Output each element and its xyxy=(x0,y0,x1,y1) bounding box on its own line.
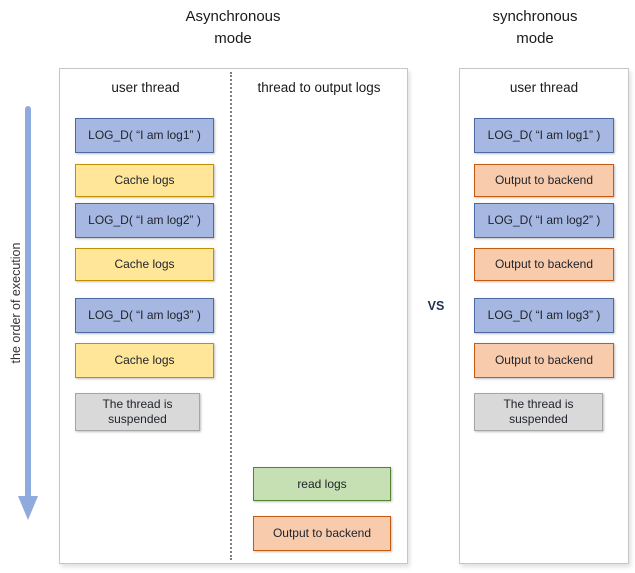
vs-label: VS xyxy=(427,299,445,313)
async-output-thread-header: thread to output logs xyxy=(257,80,381,95)
async-mode-title: Asynchronous mode xyxy=(185,8,281,47)
sync-step-suspended: The thread is suspended xyxy=(474,393,603,431)
async-step-read-logs: read logs xyxy=(253,467,391,501)
sync-panel: user thread LOG_D( “I am log1” ) Output … xyxy=(459,68,629,564)
async-user-thread-header: user thread xyxy=(111,80,180,95)
async-step-output-backend: Output to backend xyxy=(253,516,391,551)
thread-divider-dotted-line xyxy=(230,72,232,560)
async-step-log1: LOG_D( “I am log1” ) xyxy=(75,118,214,153)
async-step-log3: LOG_D( “I am log3” ) xyxy=(75,298,214,333)
sync-step-output1: Output to backend xyxy=(474,164,614,197)
async-step-cache3: Cache logs xyxy=(75,343,214,378)
sync-mode-title: synchronous mode xyxy=(492,8,578,47)
execution-order-arrow-head-icon xyxy=(18,496,38,520)
sync-step-log2: LOG_D( “I am log2” ) xyxy=(474,203,614,238)
sync-step-output3: Output to backend xyxy=(474,343,614,378)
sync-user-thread-header: user thread xyxy=(509,80,579,95)
execution-order-label: the order of execution xyxy=(9,242,23,364)
sync-step-log3: LOG_D( “I am log3” ) xyxy=(474,298,614,333)
execution-order-arrow-shaft xyxy=(25,106,31,498)
async-step-cache2: Cache logs xyxy=(75,248,214,281)
async-step-log2: LOG_D( “I am log2” ) xyxy=(75,203,214,238)
async-step-cache1: Cache logs xyxy=(75,164,214,197)
sync-step-log1: LOG_D( “I am log1” ) xyxy=(474,118,614,153)
sync-step-output2: Output to backend xyxy=(474,248,614,281)
async-step-suspended: The thread is suspended xyxy=(75,393,200,431)
async-panel: user thread thread to output logs LOG_D(… xyxy=(59,68,408,564)
